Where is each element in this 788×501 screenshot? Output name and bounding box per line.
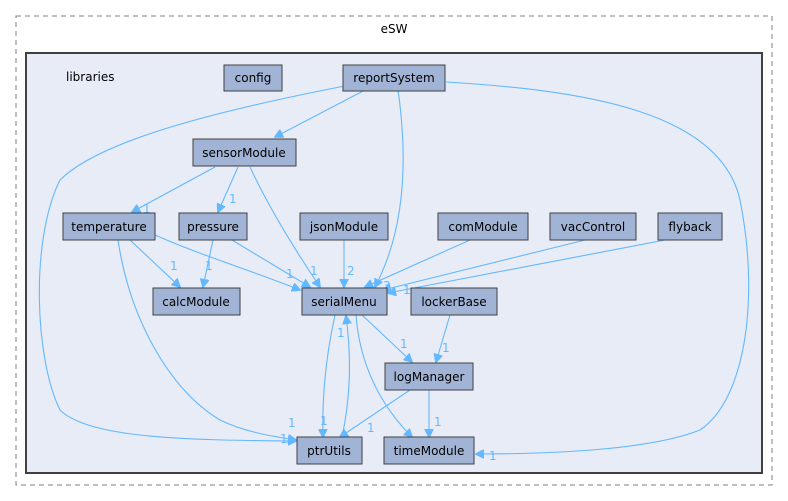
edge-lockerBase-logManager — [436, 314, 451, 362]
edge-temperature-ptrUtils — [117, 239, 296, 440]
node-config[interactable]: config — [223, 64, 283, 92]
edge-labels: 1 1 1 1 1 1 2 3 1 1 1 1 1 1 1 1 1 1 — [143, 192, 497, 463]
edge-sensorModule-serialMenu — [249, 166, 320, 287]
edge-label: 1 — [400, 337, 408, 351]
node-label-calcModule: calcModule — [162, 295, 230, 309]
node-label-jsonModule: jsonModule — [309, 220, 378, 234]
edge-logManager-ptrUtils — [340, 389, 411, 437]
edge-label: 1 — [489, 449, 497, 463]
inner-cluster — [25, 52, 763, 474]
node-label-ptrUtils: ptrUtils — [307, 444, 351, 458]
node-pressure[interactable]: pressure — [178, 212, 248, 241]
node-sensorModule[interactable]: sensorModule — [192, 138, 297, 167]
edge-sensorModule-pressure — [218, 166, 239, 212]
node-ptrUtils[interactable]: ptrUtils — [296, 436, 363, 465]
edge-serialMenu-ptrUtils — [323, 314, 336, 437]
edge-label: 1 — [442, 341, 450, 355]
node-label-sensorModule: sensorModule — [202, 146, 285, 160]
edge-label: 1 — [143, 202, 151, 216]
edge-label: 1 — [310, 264, 318, 278]
node-label-comModule: comModule — [448, 220, 517, 234]
edge-pressure-serialMenu — [231, 239, 310, 287]
node-label-flyback: flyback — [668, 220, 711, 234]
node-reportSystem[interactable]: reportSystem — [342, 64, 446, 92]
node-label-lockerBase: lockerBase — [421, 295, 486, 309]
edge-reportSystem-sensorModule — [275, 89, 366, 137]
edge-serialMenu-timeModule — [355, 314, 412, 437]
inner-cluster-title: libraries — [66, 70, 114, 84]
edge-flyback-serialMenu — [388, 239, 666, 293]
edges — [38, 81, 750, 454]
edge-label: 1 — [337, 326, 345, 340]
node-calcModule[interactable]: calcModule — [152, 287, 241, 316]
edge-temperature-serialMenu — [154, 234, 300, 290]
edge-reportSystem-timeModule — [445, 81, 750, 454]
node-label-vacControl: vacControl — [561, 220, 625, 234]
node-timeModule[interactable]: timeModule — [383, 436, 475, 465]
node-label-pressure: pressure — [187, 220, 239, 234]
edge-reportSystem-ptrUtils — [38, 84, 351, 441]
edge-label: 1 — [288, 416, 296, 430]
edge-temperature-calcModule — [129, 239, 180, 287]
edge-label: 1 — [170, 259, 178, 273]
node-jsonModule[interactable]: jsonModule — [299, 212, 389, 241]
edge-label: 1 — [403, 283, 411, 297]
edge-vacControl-serialMenu — [383, 239, 586, 290]
node-label-serialMenu: serialMenu — [311, 295, 377, 309]
node-vacControl[interactable]: vacControl — [549, 212, 637, 241]
edge-serialMenu-logManager — [361, 314, 412, 362]
node-label-timeModule: timeModule — [394, 444, 465, 458]
edge-reportSystem-serialMenu — [375, 89, 404, 287]
edge-label: 1 — [286, 267, 294, 281]
node-lockerBase[interactable]: lockerBase — [410, 287, 498, 316]
edge-label: 1 — [229, 192, 237, 206]
edge-label: 1 — [205, 259, 213, 273]
edge-label: 2 — [347, 264, 355, 278]
edge-label: 3 — [383, 279, 391, 293]
node-label-logManager: logManager — [394, 370, 465, 384]
edge-label: 1 — [367, 421, 375, 435]
node-label-reportSystem: reportSystem — [353, 71, 434, 85]
node-logManager[interactable]: logManager — [384, 362, 474, 391]
node-label-temperature: temperature — [71, 220, 146, 234]
edge-label: 1 — [434, 415, 442, 429]
node-temperature[interactable]: temperature — [62, 212, 156, 241]
edge-ptrUtils-serialMenu — [341, 316, 349, 438]
edge-pressure-calcModule — [203, 239, 214, 287]
edge-sensorModule-temperature — [132, 166, 216, 212]
node-serialMenu[interactable]: serialMenu — [301, 287, 388, 316]
node-comModule[interactable]: comModule — [437, 212, 529, 241]
node-flyback[interactable]: flyback — [657, 212, 723, 241]
node-label-config: config — [235, 71, 272, 85]
outer-cluster-title: eSW — [381, 22, 408, 36]
edge-label: 1 — [280, 432, 288, 446]
edge-comModule-serialMenu — [365, 239, 471, 287]
edge-label: 1 — [320, 414, 328, 428]
